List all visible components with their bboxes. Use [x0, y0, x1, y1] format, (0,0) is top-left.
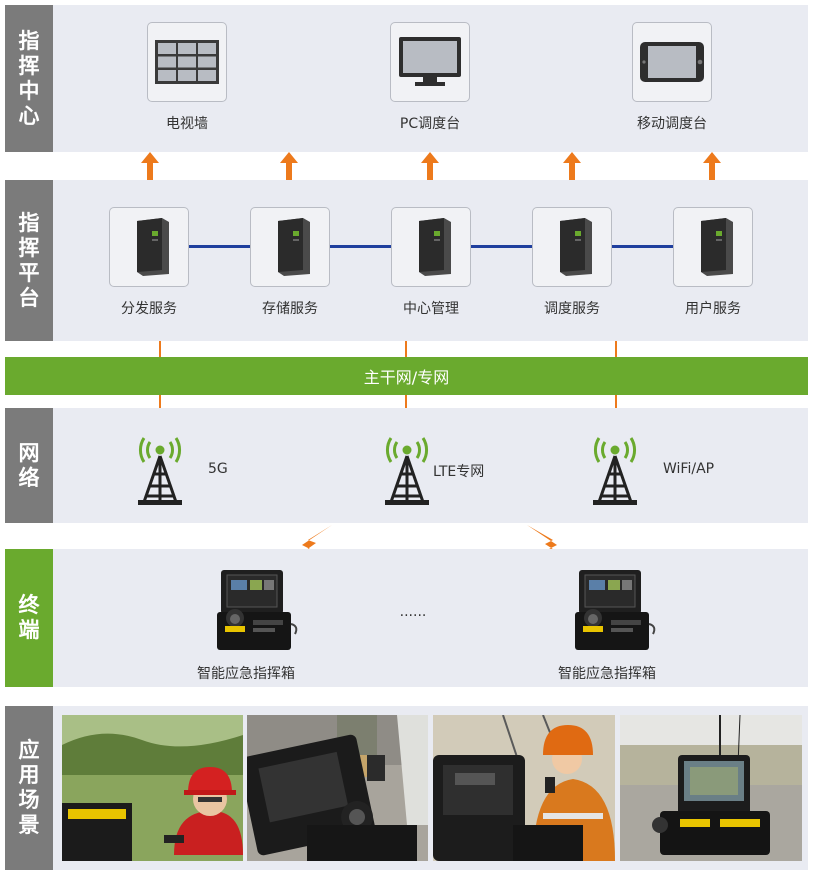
server-link-line — [611, 245, 673, 248]
mobile-dispatch-label: 移动调度台 — [637, 116, 707, 132]
pc-dispatch-device — [390, 22, 470, 102]
server-node — [250, 207, 330, 287]
video-wall-label: 电视墙 — [166, 116, 208, 132]
network-title: 网 络 — [5, 408, 53, 523]
platform-title: 指 挥 平 台 — [5, 180, 53, 341]
server-label: 中心管理 — [403, 301, 459, 317]
terminal-label: 智能应急指挥箱 — [558, 666, 656, 682]
mobile-dispatch-device — [632, 22, 712, 102]
server-icon — [419, 218, 451, 276]
pc-monitor-icon — [399, 37, 461, 86]
backbone-bar: 主干网/专网 — [5, 357, 808, 395]
pc-dispatch-label: PC调度台 — [399, 116, 461, 132]
command-center-title: 指 挥 中 心 — [5, 5, 53, 152]
wireless-bolt-icon — [527, 525, 581, 567]
emergency-command-case-icon — [575, 570, 656, 650]
title-char: 用 — [18, 763, 40, 787]
server-link-line — [188, 245, 250, 248]
connector-line — [159, 341, 161, 357]
title-char: 端 — [18, 618, 40, 642]
title-char: 终 — [18, 593, 40, 617]
title-char: 景 — [18, 813, 40, 837]
terminal-band: 终 端 — [5, 549, 808, 687]
tower-label: LTE专网 — [433, 464, 485, 480]
title-char: 指 — [18, 28, 40, 53]
scenarios-title: 应 用 场 景 — [5, 706, 53, 870]
terminal-ellipsis: ...... — [399, 604, 427, 620]
server-node — [532, 207, 612, 287]
server-node — [391, 207, 471, 287]
server-icon — [701, 218, 733, 276]
emergency-command-case-icon — [217, 570, 298, 650]
title-char: 络 — [18, 465, 40, 490]
connector-line — [405, 341, 407, 357]
wireless-bolt-icon — [282, 525, 332, 567]
title-char: 台 — [18, 285, 40, 310]
server-icon — [137, 218, 169, 276]
server-node — [673, 207, 753, 287]
title-char: 指 — [18, 210, 40, 235]
title-char: 中 — [18, 78, 40, 103]
video-wall-icon — [155, 40, 219, 84]
connector-line — [405, 395, 407, 408]
title-char: 场 — [18, 788, 40, 812]
connector-line — [615, 341, 617, 357]
server-label: 用户服务 — [685, 301, 741, 317]
backbone-label: 主干网/专网 — [363, 368, 450, 387]
title-char: 心 — [18, 103, 40, 128]
antenna-tower-icon — [138, 437, 182, 505]
scenario-photo-field-deployment — [620, 715, 802, 861]
title-char: 网 — [18, 440, 40, 465]
double-arrow-icon — [703, 152, 721, 198]
server-label: 存储服务 — [262, 301, 318, 317]
connector-line — [159, 395, 161, 408]
video-wall-device — [147, 22, 227, 102]
double-arrow-icon — [563, 152, 581, 198]
server-label: 分发服务 — [121, 301, 177, 317]
server-label: 调度服务 — [544, 301, 600, 317]
title-char: 应 — [18, 738, 40, 762]
terminal-title: 终 端 — [5, 549, 53, 687]
server-node — [109, 207, 189, 287]
tower-label: WiFi/AP — [663, 461, 715, 477]
scenario-photo-field-worker — [62, 715, 243, 861]
tower-label: 5G — [208, 461, 228, 477]
antenna-tower-icon — [385, 437, 429, 505]
title-char: 挥 — [18, 53, 40, 78]
tablet-icon — [640, 42, 704, 82]
antenna-tower-icon — [593, 437, 637, 505]
scenario-photo-case-on-ground — [247, 715, 428, 861]
connector-line — [615, 395, 617, 408]
title-char: 平 — [18, 260, 40, 285]
server-icon — [560, 218, 592, 276]
double-arrow-icon — [421, 152, 439, 198]
title-char: 挥 — [18, 235, 40, 260]
double-arrow-icon — [141, 152, 159, 198]
server-link-line — [329, 245, 391, 248]
terminal-label: 智能应急指挥箱 — [197, 666, 295, 682]
server-icon — [278, 218, 310, 276]
double-arrow-icon — [280, 152, 298, 198]
server-link-line — [470, 245, 532, 248]
scenario-photo-firefighter — [433, 715, 615, 861]
